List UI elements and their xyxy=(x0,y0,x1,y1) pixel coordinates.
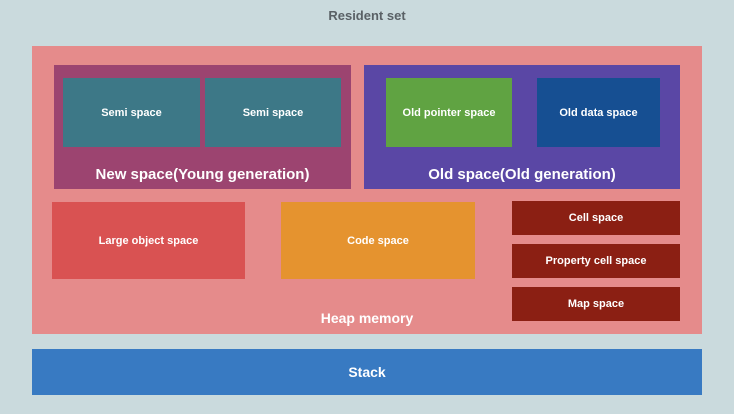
stack-region: Stack xyxy=(32,349,702,395)
code-space-box: Code space xyxy=(281,202,475,279)
old-space-label: Old space(Old generation) xyxy=(428,166,616,183)
old-data-space-box: Old data space xyxy=(537,78,660,147)
old-pointer-space-box: Old pointer space xyxy=(386,78,512,147)
large-object-space-box: Large object space xyxy=(52,202,245,279)
semi-space-box-2: Semi space xyxy=(205,78,341,147)
cell-space-box: Cell space xyxy=(512,201,680,235)
map-space-box: Map space xyxy=(512,287,680,321)
old-space-region: Old pointer space Old data space Old spa… xyxy=(364,65,680,189)
new-space-label: New space(Young generation) xyxy=(95,166,310,183)
resident-set-title: Resident set xyxy=(328,8,406,23)
heap-memory-label: Heap memory xyxy=(320,310,414,326)
new-space-region: Semi space Semi space New space(Young ge… xyxy=(54,65,351,189)
stack-label: Stack xyxy=(348,364,386,380)
heap-memory-region: Semi space Semi space New space(Young ge… xyxy=(32,46,702,334)
property-cell-space-box: Property cell space xyxy=(512,244,680,278)
semi-space-box-1: Semi space xyxy=(63,78,200,147)
